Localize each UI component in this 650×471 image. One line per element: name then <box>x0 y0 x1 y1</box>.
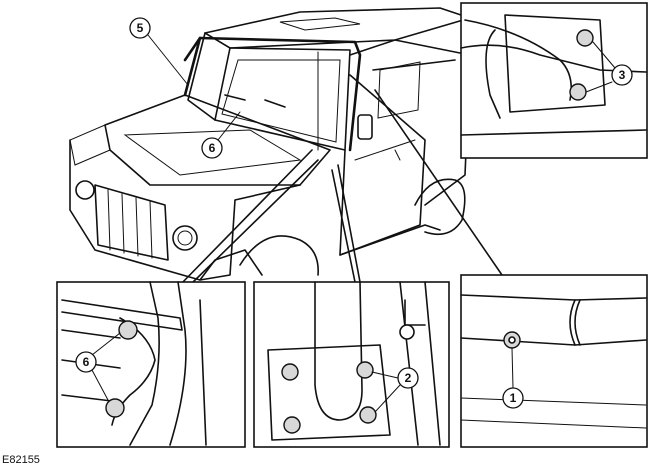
svg-text:6: 6 <box>83 355 90 369</box>
bolt-icon <box>118 320 138 340</box>
bolt-icon <box>569 83 587 101</box>
bolt-icon <box>283 416 301 434</box>
callout-2: 2 <box>397 367 419 389</box>
callout-5: 5 <box>129 17 189 86</box>
svg-text:2: 2 <box>405 371 412 385</box>
bolt-icon <box>356 361 374 379</box>
bolt-icon <box>105 398 125 418</box>
bolt-icon <box>281 363 299 381</box>
callout-6-main: 6 <box>201 111 241 159</box>
callout-6-inset: 6 <box>75 351 97 373</box>
bolt-icon <box>359 406 377 424</box>
svg-text:3: 3 <box>619 68 626 82</box>
callout-1: 1 <box>502 387 524 409</box>
vehicle-illustration <box>69 7 471 281</box>
svg-text:6: 6 <box>209 141 216 155</box>
svg-text:1: 1 <box>510 391 517 405</box>
inset-trim-fixing <box>460 274 648 448</box>
callout-3: 3 <box>611 64 633 86</box>
figure-id: E82155 <box>2 454 40 466</box>
bolt-icon <box>576 29 594 47</box>
inset-cage-foot-bolts <box>253 281 450 448</box>
svg-text:5: 5 <box>137 21 144 35</box>
